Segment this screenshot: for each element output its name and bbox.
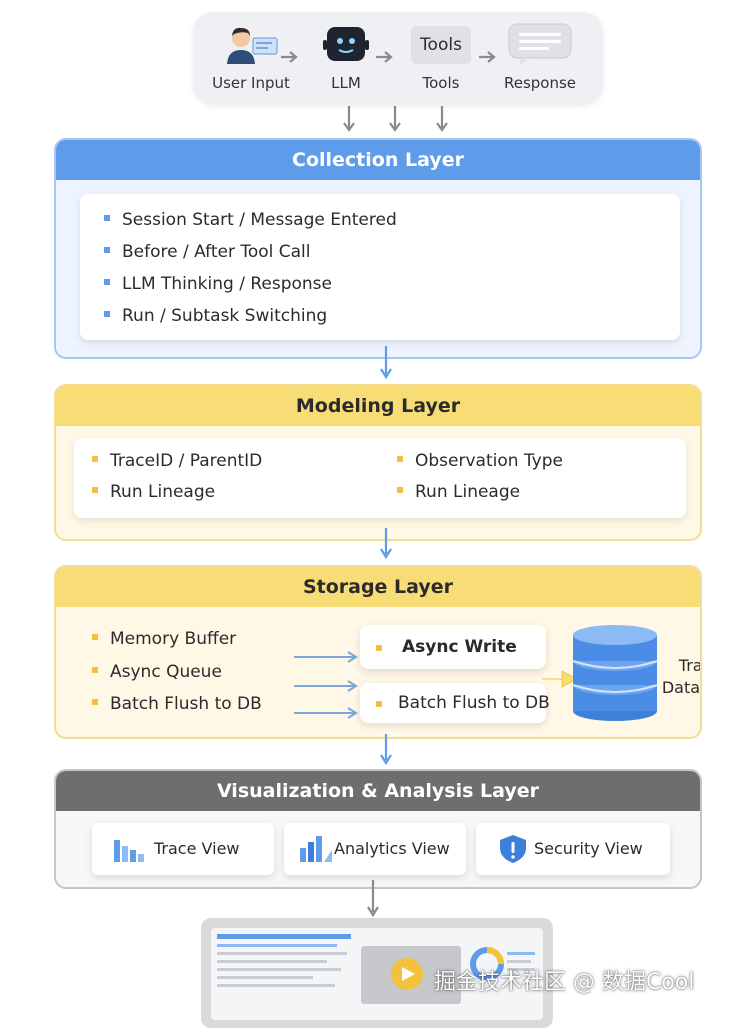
bullet-icon	[92, 456, 98, 462]
bullet-icon	[376, 645, 382, 651]
arrow-right-icon	[376, 51, 393, 63]
flow-label-llm: LLM	[331, 74, 361, 92]
shield-icon	[500, 835, 526, 863]
bullet-icon	[397, 456, 403, 462]
modeling-layer-title: Modeling Layer	[56, 386, 700, 426]
database-label: Trace Database	[661, 656, 702, 697]
list-item: TraceID / ParentID	[92, 451, 262, 471]
watermark-text: 掘金技术社区 @ 数据Cool	[434, 970, 695, 995]
bullet-icon	[376, 701, 382, 707]
bullet-icon	[92, 487, 98, 493]
bullet-icon	[397, 487, 403, 493]
arrow-right-icon	[542, 670, 578, 688]
flow-item-response: Response	[490, 12, 590, 104]
bullet-icon	[104, 247, 110, 253]
collection-layer-title: Collection Layer	[56, 140, 700, 180]
list-item: LLM Thinking / Response	[104, 274, 332, 294]
flow-label-tools: Tools	[422, 74, 460, 92]
arrow-down-icon	[380, 734, 392, 766]
storage-layer: Storage Layer Memory Buffer Async Queue …	[54, 565, 702, 739]
arrow-down-icon	[367, 880, 379, 918]
list-item: Batch Flush to DB	[92, 694, 262, 714]
list-item: Observation Type	[397, 451, 563, 471]
arrow-down-icon	[389, 106, 401, 132]
chat-bubble-icon	[508, 23, 572, 66]
arrow-down-icon	[436, 106, 448, 132]
flow-item-llm: LLM	[296, 12, 396, 104]
security-view-button[interactable]: Security View	[476, 823, 670, 875]
arrow-right-icon	[294, 651, 358, 719]
list-item: Session Start / Message Entered	[104, 210, 397, 230]
async-write-box: Async Write	[360, 625, 546, 669]
tools-badge: Tools	[411, 26, 471, 64]
modeling-layer: Modeling Layer TraceID / ParentID Run Li…	[54, 384, 702, 541]
collection-events-card: Session Start / Message Entered Before /…	[80, 194, 680, 340]
list-item: Run Lineage	[92, 482, 215, 502]
user-icon	[227, 27, 278, 64]
batch-flush-box: Batch Flush to DB	[360, 683, 550, 723]
bullet-icon	[104, 279, 110, 285]
list-item: Memory Buffer	[92, 629, 236, 649]
arrow-right-icon	[479, 51, 496, 63]
visualization-layer-title: Visualization & Analysis Layer	[56, 771, 700, 811]
storage-layer-title: Storage Layer	[56, 567, 700, 607]
flow-label-response: Response	[503, 74, 577, 92]
arrow-down-icon	[380, 346, 392, 380]
list-item: Run / Subtask Switching	[104, 306, 327, 326]
arrow-down-icon	[343, 106, 355, 132]
flow-item-tools: Tools Tools	[391, 12, 491, 104]
dashboard-preview	[201, 918, 553, 1028]
input-flow-bar: User Input LLM Tools Tools	[193, 12, 603, 104]
analytics-view-button[interactable]: Analytics View	[284, 823, 466, 875]
flow-item-user-input: User Input	[201, 12, 301, 104]
bullet-icon	[92, 634, 98, 640]
list-item: Run Lineage	[397, 482, 520, 502]
collection-layer: Collection Layer Session Start / Message…	[54, 138, 702, 359]
analytics-chart-icon	[300, 836, 332, 862]
arrow-down-icon	[380, 528, 392, 560]
bar-chart-icon	[114, 840, 144, 862]
bullet-icon	[104, 311, 110, 317]
arrow-right-icon	[281, 51, 298, 63]
trace-view-button[interactable]: Trace View	[92, 823, 274, 875]
dashboard-image	[211, 928, 543, 1020]
bullet-icon	[92, 667, 98, 673]
database-icon	[572, 625, 658, 721]
robot-icon	[323, 27, 369, 61]
bullet-icon	[104, 215, 110, 221]
bullet-icon	[92, 699, 98, 705]
visualization-layer: Visualization & Analysis Layer Trace Vie…	[54, 769, 702, 889]
list-item: Async Queue	[92, 662, 222, 682]
flow-label-user-input: User Input	[212, 74, 290, 92]
list-item: Before / After Tool Call	[104, 242, 311, 262]
modeling-fields-card: TraceID / ParentID Run Lineage Observati…	[74, 438, 686, 518]
